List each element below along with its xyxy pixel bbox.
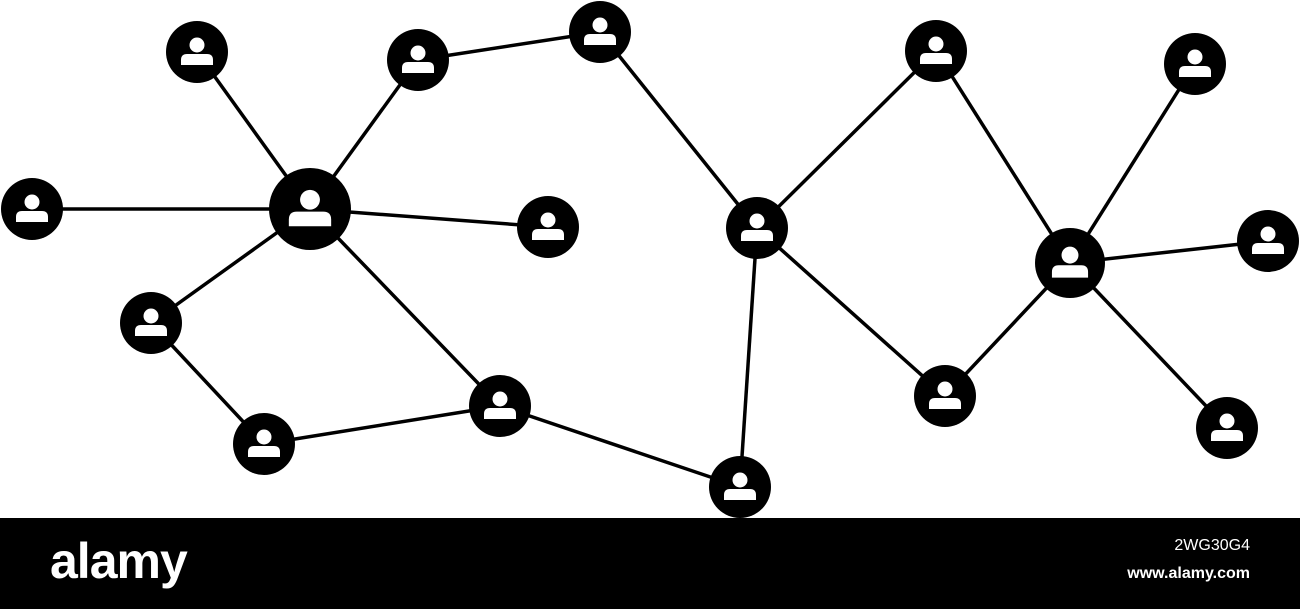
user-node bbox=[905, 20, 967, 82]
user-node bbox=[726, 197, 788, 259]
connection-edge bbox=[499, 404, 741, 489]
user-node bbox=[233, 413, 295, 475]
connection-edge bbox=[738, 227, 759, 488]
user-icon bbox=[532, 212, 564, 240]
user-node bbox=[1237, 210, 1299, 272]
user-node bbox=[914, 365, 976, 427]
user-icon bbox=[181, 37, 213, 65]
user-node bbox=[166, 21, 228, 83]
user-icon bbox=[1252, 226, 1284, 254]
user-node bbox=[1, 178, 63, 240]
user-icon bbox=[288, 189, 332, 227]
network-diagram bbox=[1, 1, 1299, 518]
user-node bbox=[709, 456, 771, 518]
watermark-footer: alamy 2WG30G4 www.alamy.com bbox=[0, 518, 1300, 609]
user-icon bbox=[484, 391, 516, 419]
user-icon bbox=[724, 472, 756, 500]
hub-user-node bbox=[1035, 228, 1105, 298]
hub-user-node bbox=[269, 168, 351, 250]
nodes-layer bbox=[1, 1, 1299, 518]
connection-edge bbox=[1068, 63, 1197, 264]
site-url: www.alamy.com bbox=[1127, 565, 1250, 582]
user-icon bbox=[135, 308, 167, 336]
connection-edge bbox=[263, 404, 501, 446]
user-icon bbox=[584, 17, 616, 45]
user-node bbox=[469, 375, 531, 437]
user-node bbox=[569, 1, 631, 63]
user-icon bbox=[402, 45, 434, 73]
user-node bbox=[517, 196, 579, 258]
user-icon bbox=[1211, 413, 1243, 441]
connection-edge bbox=[1068, 261, 1229, 430]
user-icon bbox=[248, 429, 280, 457]
connection-edge bbox=[598, 30, 759, 230]
user-icon bbox=[1179, 49, 1211, 77]
alamy-logo: alamy bbox=[50, 533, 188, 589]
user-icon bbox=[929, 381, 961, 409]
user-node bbox=[120, 292, 182, 354]
connection-edge bbox=[934, 50, 1072, 264]
user-icon bbox=[16, 194, 48, 222]
user-node bbox=[387, 29, 449, 91]
image-id: 2WG30G4 bbox=[1174, 537, 1250, 554]
user-icon bbox=[741, 213, 773, 241]
connection-edge bbox=[755, 226, 947, 398]
connection-edge bbox=[755, 49, 938, 230]
user-node bbox=[1196, 397, 1258, 459]
user-icon bbox=[920, 36, 952, 64]
user-icon bbox=[1051, 246, 1089, 278]
user-node bbox=[1164, 33, 1226, 95]
connection-edge bbox=[308, 207, 502, 408]
